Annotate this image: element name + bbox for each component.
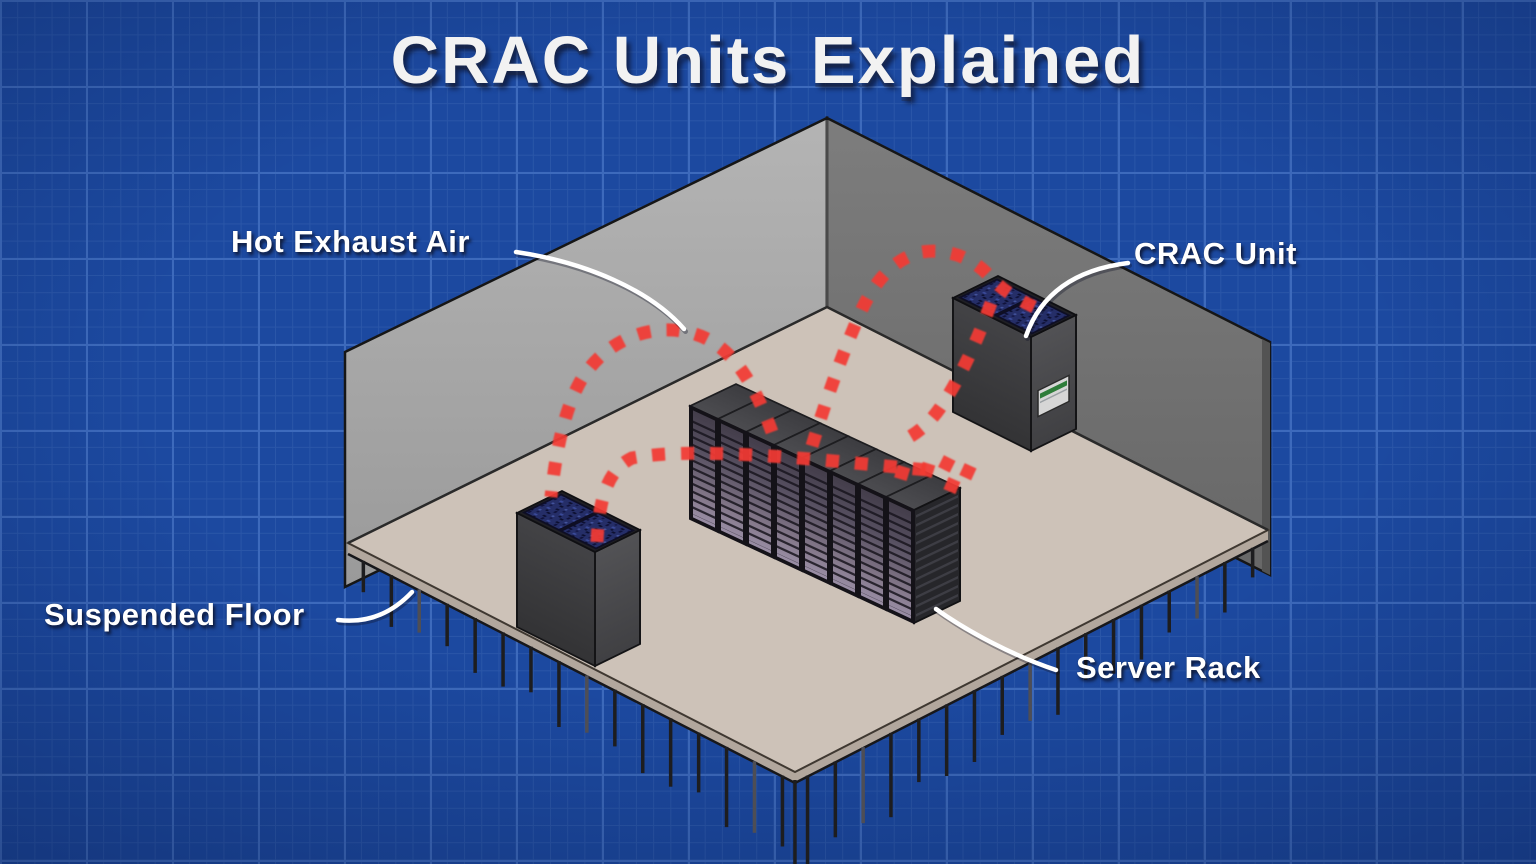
floor-leg-left-11 bbox=[668, 718, 673, 787]
floor-slab-left-face bbox=[348, 543, 795, 783]
crac-display-green-bar bbox=[1040, 380, 1067, 399]
crac-front-right-face bbox=[1030, 313, 1077, 453]
hot-air-dash-cluster bbox=[894, 455, 978, 495]
crac-unit-pointer-line bbox=[1023, 260, 1131, 339]
rack-end-face bbox=[913, 486, 961, 625]
label-hot-exhaust-air: Hot Exhaust Air bbox=[231, 224, 470, 259]
floor-leg-right-6 bbox=[1084, 633, 1088, 680]
suspended-floor-pointer-line bbox=[335, 589, 415, 623]
rack-cabinet-front bbox=[801, 456, 831, 586]
label-crac-unit: CRAC Unit bbox=[1134, 236, 1297, 271]
server-rack-pointer-line bbox=[933, 606, 1059, 673]
floor-leg-left-14 bbox=[752, 761, 757, 833]
floor-leg-left-6 bbox=[529, 646, 533, 693]
hot-air-path-down-right-crac bbox=[898, 300, 998, 448]
rack-cabinet-front bbox=[689, 404, 719, 534]
floor-leg-left-0 bbox=[361, 560, 366, 593]
floor-leg-left-4 bbox=[473, 618, 477, 673]
floor-leg-right-14 bbox=[861, 747, 865, 824]
hot-exhaust-air-flow bbox=[544, 244, 1046, 543]
floor-leg-left-7 bbox=[557, 661, 561, 727]
floor-leg-right-16 bbox=[805, 775, 810, 864]
right-wall-end-cap bbox=[1262, 339, 1270, 575]
floor-leg-left-13 bbox=[724, 746, 729, 828]
floor-leg-left-2 bbox=[417, 589, 421, 633]
floor-leg-right-8 bbox=[1028, 661, 1032, 721]
crac-vent-top bbox=[522, 493, 598, 532]
floor-leg-left-12 bbox=[696, 732, 701, 793]
floor-leg-left-8 bbox=[585, 675, 589, 733]
floor-leg-right-11 bbox=[944, 704, 949, 776]
floor-leg-right-2 bbox=[1195, 576, 1199, 619]
floor-slab-right-face bbox=[795, 530, 1268, 783]
floor-leg-left-1 bbox=[389, 575, 394, 627]
hot-air-path-along-racks bbox=[590, 446, 939, 543]
hot-exhaust-air-pointer-line bbox=[513, 249, 687, 332]
floor-leg-right-10 bbox=[972, 690, 977, 762]
rack-cabinet-front bbox=[745, 430, 775, 560]
floor-legs bbox=[361, 547, 1255, 864]
floor-leg-right-1 bbox=[1223, 562, 1227, 613]
floor-leg-left-3 bbox=[445, 603, 449, 647]
floor-leg-left-15 bbox=[780, 775, 785, 847]
floor-leg-left-10 bbox=[641, 704, 645, 774]
floor-leg-right-13 bbox=[889, 732, 893, 818]
floor-leg-right-15 bbox=[833, 761, 838, 838]
callout-lines bbox=[335, 249, 1132, 675]
floor-leg-right-5 bbox=[1111, 619, 1116, 674]
floor-leg-right-4 bbox=[1139, 604, 1144, 660]
rack-cabinet-front bbox=[829, 469, 859, 599]
rack-cabinet-front bbox=[857, 482, 887, 612]
floor-leg-front-corner bbox=[793, 780, 797, 864]
label-suspended-floor: Suspended Floor bbox=[44, 597, 305, 632]
rack-cabinet-front bbox=[885, 495, 915, 625]
floor-leg-right-3 bbox=[1167, 590, 1171, 633]
crac-vent-top bbox=[958, 278, 1034, 317]
floor-leg-right-9 bbox=[1000, 675, 1004, 735]
wall-floor-junction bbox=[347, 305, 1269, 545]
floor-leg-right-12 bbox=[917, 718, 921, 783]
crac-unit-left bbox=[515, 490, 642, 668]
floor-leg-right-7 bbox=[1056, 647, 1060, 715]
floor-leg-right-0 bbox=[1250, 547, 1255, 578]
floor-leg-left-5 bbox=[501, 632, 505, 687]
label-server-rack: Server Rack bbox=[1076, 650, 1261, 685]
rack-cabinet-front bbox=[717, 417, 747, 547]
floor-leg-left-9 bbox=[613, 689, 617, 747]
crac-front-right-face bbox=[594, 528, 641, 668]
page-title: CRAC Units Explained bbox=[390, 23, 1146, 98]
